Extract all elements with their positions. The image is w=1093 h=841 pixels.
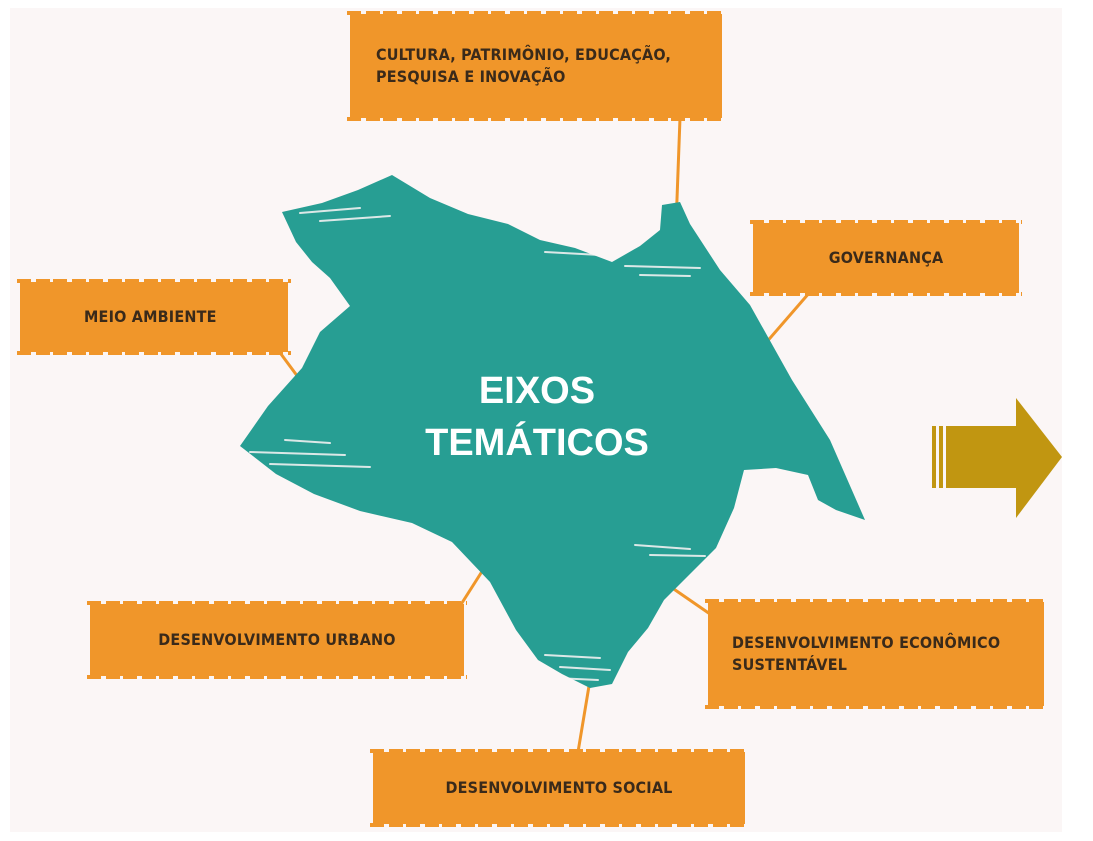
theme-cultura-line1: CULTURA, PATRIMÔNIO, EDUCAÇÃO,	[376, 45, 672, 65]
theme-governanca: GOVERNANÇA	[750, 220, 1022, 296]
central-title-line2: TEMÁTICOS	[425, 422, 649, 464]
right-arrow-icon	[932, 398, 1062, 518]
theme-governanca-label: GOVERNANÇA	[828, 248, 944, 268]
territory-map-shape	[240, 175, 865, 688]
theme-desenvolvimento-social: DESENVOLVIMENTO SOCIAL	[370, 749, 748, 827]
theme-meio-ambiente-label: MEIO AMBIENTE	[84, 307, 217, 327]
theme-economico-line1: DESENVOLVIMENTO ECONÔMICO	[732, 633, 1001, 653]
theme-meio-ambiente: MEIO AMBIENTE	[17, 279, 291, 355]
theme-cultura-line2: PESQUISA E INOVAÇÃO	[376, 67, 566, 86]
theme-economico-line2: SUSTENTÁVEL	[732, 655, 848, 674]
theme-desenvolvimento-urbano-label: DESENVOLVIMENTO URBANO	[158, 630, 396, 650]
theme-desenvolvimento-economico: DESENVOLVIMENTO ECONÔMICO SUSTENTÁVEL	[705, 599, 1047, 709]
central-title: EIXOS TEMÁTICOS	[392, 365, 682, 469]
connector-social	[576, 679, 592, 753]
theme-desenvolvimento-social-label: DESENVOLVIMENTO SOCIAL	[445, 778, 673, 798]
central-title-line1: EIXOS	[478, 370, 596, 412]
theme-desenvolvimento-urbano: DESENVOLVIMENTO URBANO	[87, 601, 467, 679]
theme-cultura: CULTURA, PATRIMÔNIO, EDUCAÇÃO, PESQUISA …	[347, 11, 725, 121]
